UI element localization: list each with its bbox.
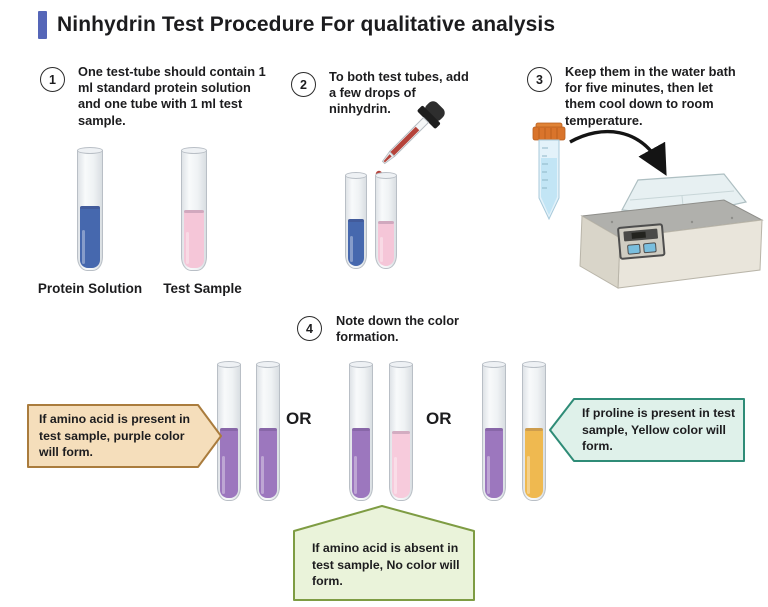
test-sample-label: Test Sample [163,281,242,296]
step-3-text: Keep them in the water bath for five min… [565,64,736,128]
result-pair3-tube1 [482,361,506,501]
page-title: Ninhydrin Test Procedure For qualitative… [57,13,556,36]
tube-rim [217,361,241,368]
result-pair1-tube1 [217,361,241,501]
step-2-badge: 2 [291,72,316,97]
step-4-text: Note down the color formation. [336,313,459,345]
step-4-badge: 4 [297,316,322,341]
bath-control-panel [617,223,666,260]
step-3-number: 3 [536,72,543,87]
step-4-number: 4 [306,321,313,336]
or-separator-2: OR [426,409,452,428]
test-sample-tube [181,147,207,271]
falcon-tube-icon [532,122,566,221]
callout-no-color-shape [293,505,475,601]
tube-rim [389,361,413,368]
dropper-liquid [390,126,420,156]
result-pair3-tube2 [522,361,546,501]
protein-solution-liquid [80,206,100,268]
no-color-liquid [392,431,410,498]
step-2-text: To both test tubes, add a few drops of n… [329,69,469,117]
callout-yellow-shape [549,398,745,462]
purple-liquid [220,428,238,498]
callout-purple-text: If amino acid is present in test sample,… [39,412,191,459]
protein-solution-label: Protein Solution [37,281,143,296]
tube-rim [482,361,506,368]
callout-purple-shape [27,404,222,468]
step2-sample-tube [375,172,397,269]
tube-rim [345,172,367,179]
callout-yellow-result: If proline is present in test sample, Ye… [548,398,746,462]
callout-no-color-result: If amino acid is absent in test sample, … [292,504,476,602]
tube-rim [349,361,373,368]
title-accent-bar [38,11,47,39]
purple-liquid [485,428,503,498]
test-sample-liquid [184,210,204,268]
tube-rim [256,361,280,368]
transfer-arrow-icon [569,129,667,176]
tube-rim [77,147,103,154]
step2-blue-liquid [348,219,364,266]
result-pair2-tube2 [389,361,413,501]
step2-pink-liquid [378,221,394,266]
result-pair2-tube1 [349,361,373,501]
tube-rim [181,147,207,154]
bath-button-right [643,242,657,254]
step-3-badge: 3 [527,67,552,92]
yellow-liquid [525,428,543,498]
result-pair1-tube2 [256,361,280,501]
bath-button-left [627,243,641,255]
callout-purple-result: If amino acid is present in test sample,… [27,404,223,468]
water-bath-icon [579,173,764,289]
tube-rim [375,172,397,179]
tube-rim [522,361,546,368]
step-1-number: 1 [49,72,56,87]
protein-solution-tube [77,147,103,271]
step-2-number: 2 [300,77,307,92]
or-separator-1: OR [286,409,312,428]
step-1-text: One test-tube should contain 1 ml standa… [78,64,266,128]
step2-protein-tube [345,172,367,269]
callout-no-color-text: If amino acid is absent in test sample, … [312,541,460,588]
purple-liquid [352,428,370,498]
purple-liquid [259,428,277,498]
step-1-badge: 1 [40,67,65,92]
callout-yellow-text: If proline is present in test sample, Ye… [582,406,736,453]
